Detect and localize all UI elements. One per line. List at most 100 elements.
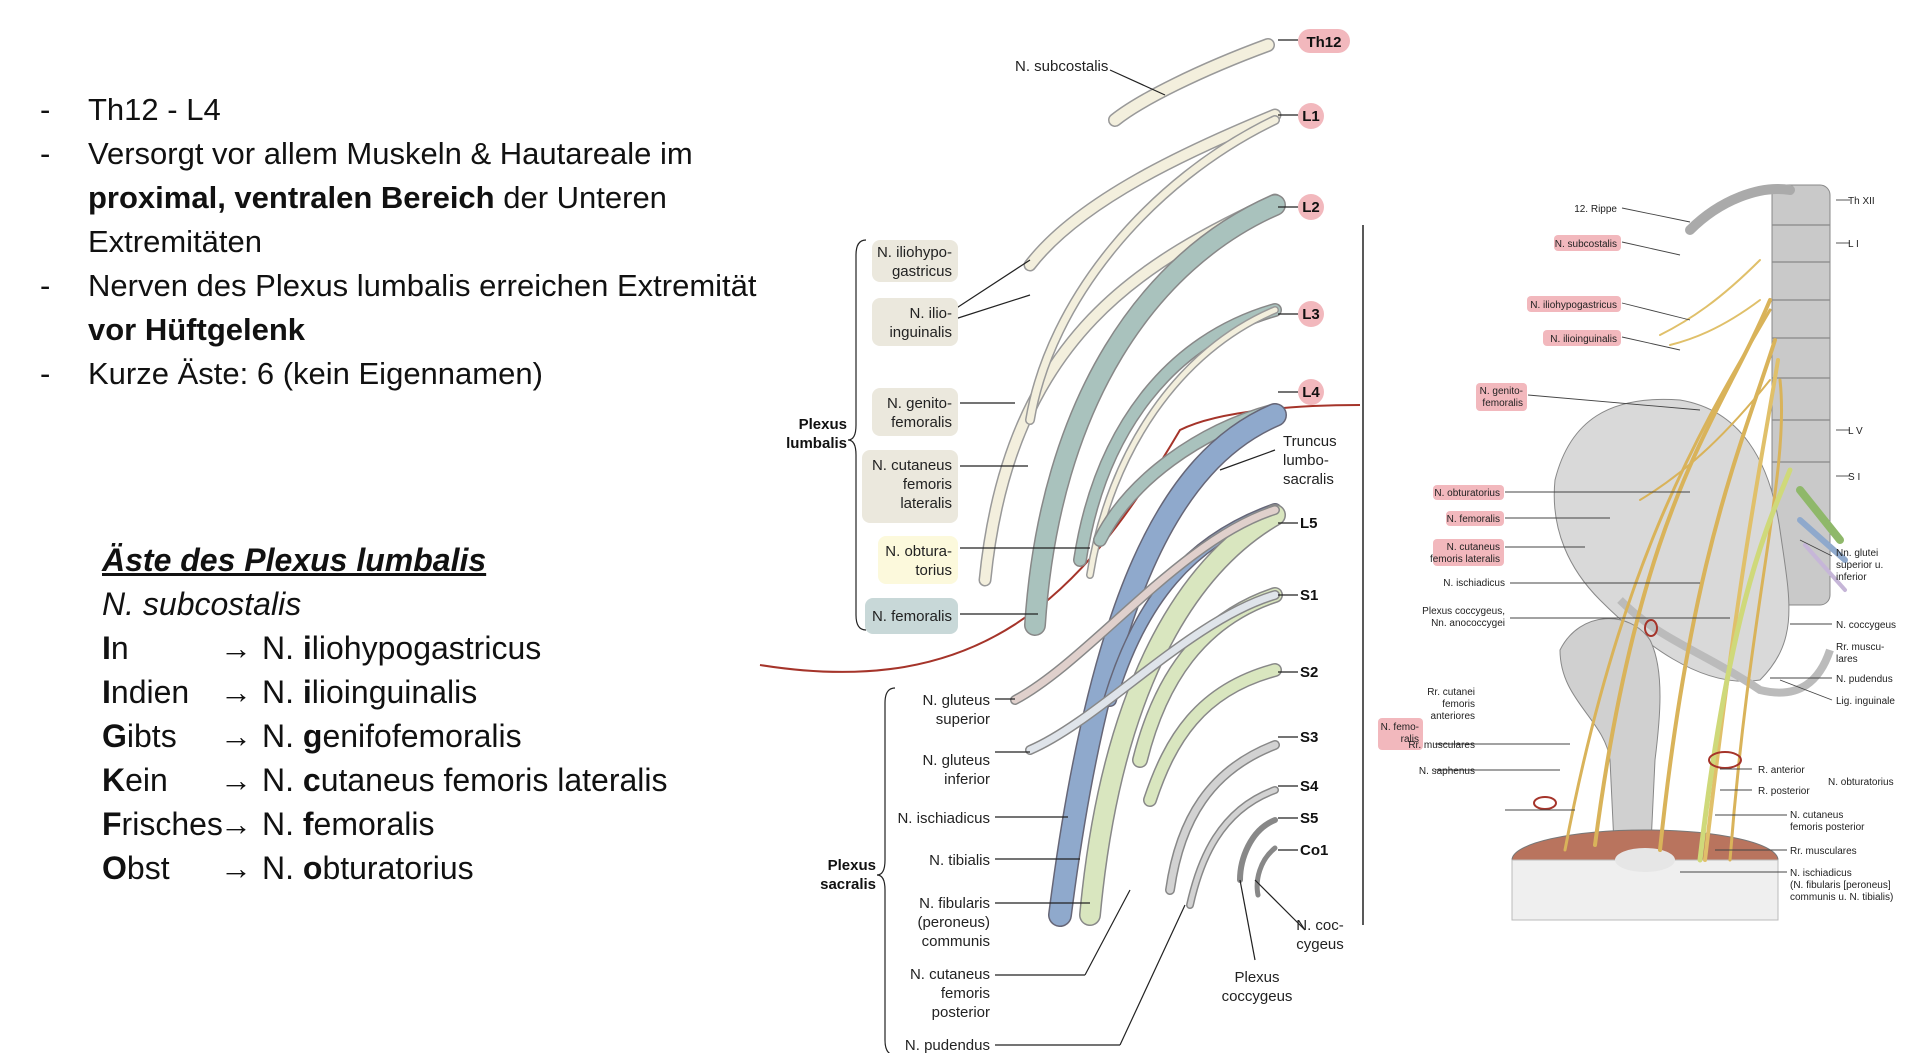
bullet-versorgung: -Versorgt vor allem Muskeln & Hautareale… <box>40 136 693 259</box>
label-ilioinguinalis-2: inguinalis <box>889 324 952 341</box>
anat-ischiadicus-r-3: communis u. N. tibialis) <box>1790 892 1893 903</box>
arrow-icon: → <box>220 718 252 754</box>
anat-rr-cutanei-1: Rr. cutanei <box>1427 687 1475 698</box>
bullet-hueftgelenk: -Nerven des Plexus lumbalis erreichen Ex… <box>40 268 757 347</box>
anat-pudendus: N. pudendus <box>1836 674 1893 685</box>
mnemonic-row: Indien→N. ilioinguinalis <box>102 670 668 714</box>
box-genitofemoralis <box>872 388 958 436</box>
arrow-icon: → <box>220 806 252 842</box>
label-coccygeus-1: N. coc- <box>1296 917 1344 934</box>
spine-illustration <box>1685 184 1831 606</box>
mnemonic-row: Kein→N. cutaneus femoris lateralis <box>102 758 668 802</box>
label-coccygeus-2: cygeus <box>1296 936 1344 953</box>
label-truncus-1: Truncus <box>1283 433 1337 450</box>
mnemonic-subtitle: N. subcostalis <box>102 586 302 622</box>
anat-genito-2: femoralis <box>1482 398 1523 409</box>
box-iliohypogastricus <box>872 240 958 282</box>
badge-l2 <box>1298 194 1324 220</box>
label-gluteus-inferior-1: N. gluteus <box>922 752 990 769</box>
label-pudendus: N. pudendus <box>905 1037 990 1053</box>
anat-rr-cutanei-3: anteriores <box>1431 711 1475 722</box>
label-gluteus-superior-1: N. gluteus <box>922 692 990 709</box>
label-obturatorius-2: torius <box>915 562 952 579</box>
anat-femoralis-box-1: N. femo- <box>1381 722 1419 733</box>
label-genitofemoralis-1: N. genito- <box>887 395 952 412</box>
segment-l4: L4 <box>1302 384 1320 401</box>
label-cutaneus-2: femoris <box>903 476 952 493</box>
segment-s1: S1 <box>1300 587 1318 604</box>
label-obturatorius-1: N. obtura- <box>885 543 952 560</box>
anat-coccygeus: N. coccygeus <box>1836 620 1896 631</box>
anatomy-leaders <box>1435 199 1850 873</box>
anat-cutaneus-1: N. cutaneus <box>1447 542 1500 553</box>
label-plexus-coccygeus-2: coccygeus <box>1222 988 1293 1005</box>
badge-th12 <box>1298 29 1350 53</box>
box-obturatorius <box>878 536 958 584</box>
mnemonic-row: In→N. iliohypogastricus <box>102 626 668 670</box>
anat-genito-1: N. genito- <box>1480 386 1523 397</box>
anatomy-nerves <box>1563 259 1848 863</box>
label-truncus-2: lumbo- <box>1283 452 1329 469</box>
mnemonic-title: Äste des Plexus lumbalis <box>102 542 487 578</box>
segment-badges: Th12 L1 L2 L3 L4 L5 S1 S2 S3 S4 S5 Co1 <box>1298 29 1350 859</box>
segment-s4: S4 <box>1300 778 1319 795</box>
segment-l3: L3 <box>1302 306 1320 323</box>
badge-l3 <box>1298 301 1324 327</box>
arrow-icon: → <box>220 674 252 710</box>
badge-l4 <box>1298 379 1324 405</box>
arrow-icon: → <box>220 762 252 798</box>
bullet-segments: -Th12 - L4 <box>40 92 221 127</box>
anat-subcostalis: N. subcostalis <box>1555 239 1617 250</box>
segment-th12: Th12 <box>1306 34 1341 51</box>
anat-ischiadicus-r-2: (N. fibularis [peroneus] <box>1790 880 1891 891</box>
label-fibularis-2: (peroneus) <box>917 914 990 931</box>
label-truncus-3: sacralis <box>1283 471 1334 488</box>
anat-obturatorius: N. obturatorius <box>1434 488 1500 499</box>
label-genitofemoralis-2: femoralis <box>891 414 952 431</box>
label-tibialis: N. tibialis <box>929 852 990 869</box>
box-cutaneus-femoris-lateralis <box>862 450 958 523</box>
mnemonic-row: Frisches→N. femoralis <box>102 802 668 846</box>
bullet-kurze-aeste: -Kurze Äste: 6 (kein Eigennamen) <box>40 356 543 391</box>
label-fibularis-3: communis <box>922 933 990 950</box>
anat-plexus-cocc-2: Nn. anococcygei <box>1431 618 1505 629</box>
label-iliohypogastricus-2: gastricus <box>892 263 952 280</box>
label-iliohypogastricus-1: N. iliohypo- <box>877 244 952 261</box>
anatomy-right-labels: Th XII L I L V S I Nn. glutei superior u… <box>1758 196 1896 903</box>
anat-rr-musculares-r: Rr. musculares <box>1790 846 1857 857</box>
group-lumbalis-2: lumbalis <box>786 435 847 452</box>
label-plexus-coccygeus-1: Plexus <box>1234 969 1279 986</box>
segment-s5: S5 <box>1300 810 1318 827</box>
anat-femoralis-box-2: ralis <box>1401 734 1419 745</box>
label-cut-posterior-3: posterior <box>932 1004 990 1021</box>
segment-s3: S3 <box>1300 729 1318 746</box>
label-ilioinguinalis-1: N. ilio- <box>909 305 952 322</box>
arrow-icon: → <box>220 630 252 666</box>
anat-lig-inguinale: Lig. inguinale <box>1836 696 1895 707</box>
anat-rr-musculares: Rr. musculares <box>1408 740 1475 751</box>
anat-ilioinguinalis: N. ilioinguinalis <box>1550 334 1617 345</box>
mnemonic-row: Obst→N. obturatorius <box>102 846 668 890</box>
segment-l1: L1 <box>1302 108 1320 125</box>
anat-r-posterior: R. posterior <box>1758 786 1810 797</box>
anat-ischiadicus: N. ischiadicus <box>1443 578 1505 589</box>
label-fibularis-1: N. fibularis <box>919 895 990 912</box>
anat-rr-muscu-2: lares <box>1836 654 1858 665</box>
box-femoralis <box>865 598 958 634</box>
box-ilioinguinalis <box>872 298 958 346</box>
mnemonic-row: Gibts→N. genifofemoralis <box>102 714 668 758</box>
label-cutaneus-1: N. cutaneus <box>872 457 952 474</box>
anat-glutei-3: inferior <box>1836 572 1867 583</box>
anat-12-rippe: 12. Rippe <box>1574 204 1617 215</box>
anat-ischiadicus-r-1: N. ischiadicus <box>1790 868 1852 879</box>
label-gluteus-superior-2: superior <box>936 711 990 728</box>
anat-cut-post-2: femoris posterior <box>1790 822 1865 833</box>
badge-l1 <box>1298 103 1324 129</box>
anatomy-left-labels: 12. Rippe N. subcostalis N. iliohypogast… <box>1381 204 1618 777</box>
label-subcostalis: N. subcostalis <box>1015 58 1108 75</box>
lumbar-label-boxes <box>862 240 958 634</box>
segment-s2: S2 <box>1300 664 1318 681</box>
label-femoralis: N. femoralis <box>872 608 952 625</box>
segment-co1: Co1 <box>1300 842 1328 859</box>
nerve-paths <box>978 38 1287 927</box>
